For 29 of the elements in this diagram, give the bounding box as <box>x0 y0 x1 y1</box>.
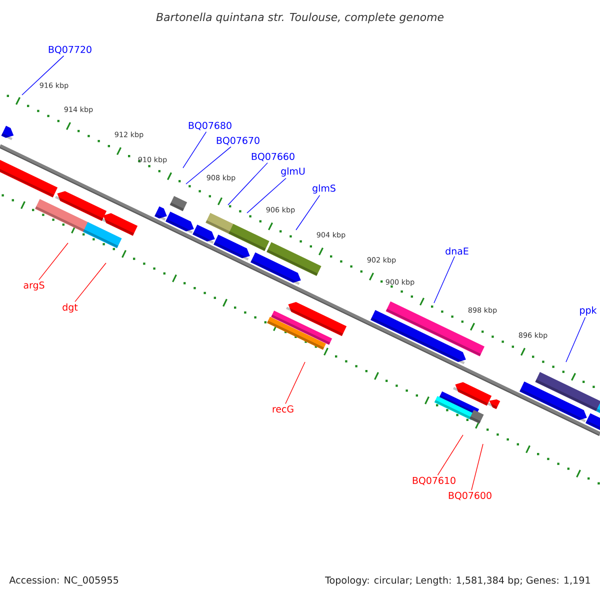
leader-line <box>38 242 68 280</box>
leader-line <box>186 146 232 184</box>
leader-line <box>246 178 286 214</box>
title: Bartonella quintana str. Toulouse, complete genome <box>156 12 444 24</box>
gene-label: BQ07610 <box>412 476 456 486</box>
accession-text: Accession: NC_005955 <box>9 576 118 586</box>
gene-label: glmS <box>312 184 336 194</box>
gene-label: BQ07660 <box>252 152 294 162</box>
leader-line <box>437 434 464 476</box>
gene-label: argS <box>24 282 44 290</box>
gene-label: dnaE <box>446 247 468 255</box>
leader-line <box>182 131 207 168</box>
gene-label: glmU <box>281 167 305 177</box>
leader-line <box>285 362 306 404</box>
leader-line <box>74 262 106 302</box>
gene-label: ppk <box>580 306 597 316</box>
genome-info-text: Topology: circular; Length: 1,581,384 bp; Genes: 1,191 <box>325 576 590 586</box>
gene-label: BQ07680 <box>188 122 232 130</box>
gene-label: BQ07720 <box>48 46 92 54</box>
gene-label: dgt <box>62 303 78 313</box>
gene-label: BQ07670 <box>216 136 260 146</box>
leader-line <box>566 316 586 362</box>
leader-line <box>228 162 268 206</box>
leader-line <box>296 194 320 230</box>
leader-line <box>434 256 455 304</box>
leader-line <box>22 55 64 96</box>
gene-label: BQ07600 <box>448 492 492 500</box>
leader-line <box>471 444 484 491</box>
gene-label: recG <box>272 405 294 413</box>
